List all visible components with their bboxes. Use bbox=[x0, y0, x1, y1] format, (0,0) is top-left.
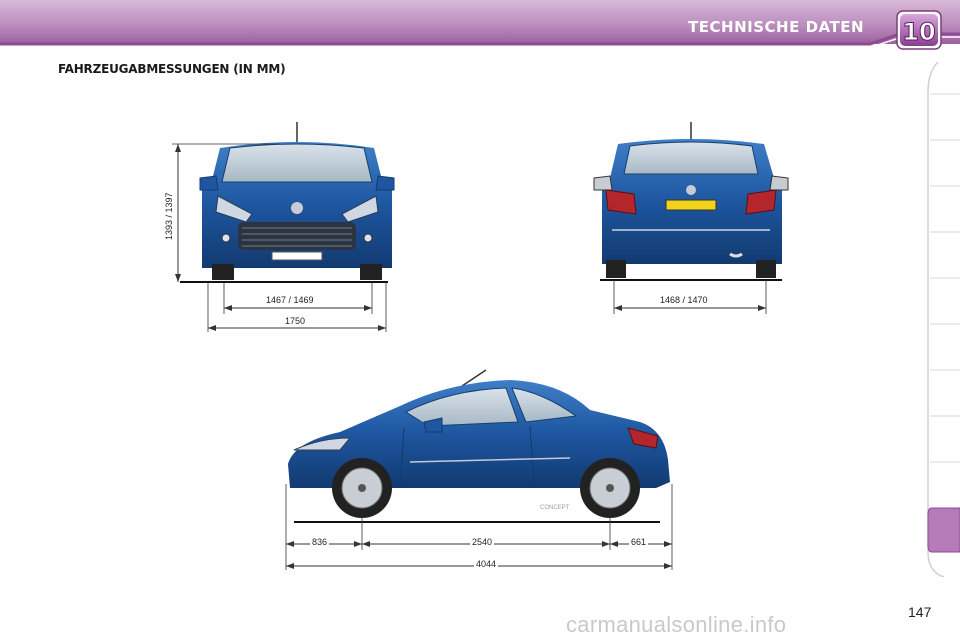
wheelbase-label: 2540 bbox=[470, 537, 495, 547]
chapter-title: TECHNISCHE DATEN bbox=[688, 18, 864, 36]
header-band bbox=[0, 0, 960, 48]
chapter-badge: 10 bbox=[896, 10, 946, 52]
rear-view-figure bbox=[593, 122, 789, 314]
length-label: 4044 bbox=[474, 559, 499, 569]
front-height-label: 1393 / 1397 bbox=[164, 190, 174, 242]
front-track-label: 1467 / 1469 bbox=[264, 295, 316, 305]
front-width-label: 1750 bbox=[283, 316, 308, 326]
rear-overhang-label: 661 bbox=[629, 537, 649, 547]
front-overhang-label: 836 bbox=[310, 537, 330, 547]
watermark: carmanualsonline.info bbox=[566, 612, 787, 637]
section-heading: FAHRZEUGABMESSUNGEN (IN MM) bbox=[58, 62, 286, 76]
chapter-number: 10 bbox=[902, 18, 935, 46]
side-view-figure bbox=[285, 369, 673, 570]
page-number: 147 bbox=[908, 604, 932, 620]
brand-mark: CONCEPT bbox=[540, 505, 570, 511]
rear-track-label: 1468 / 1470 bbox=[658, 295, 710, 305]
side-tabs bbox=[927, 62, 960, 577]
front-view-figure bbox=[172, 122, 395, 332]
